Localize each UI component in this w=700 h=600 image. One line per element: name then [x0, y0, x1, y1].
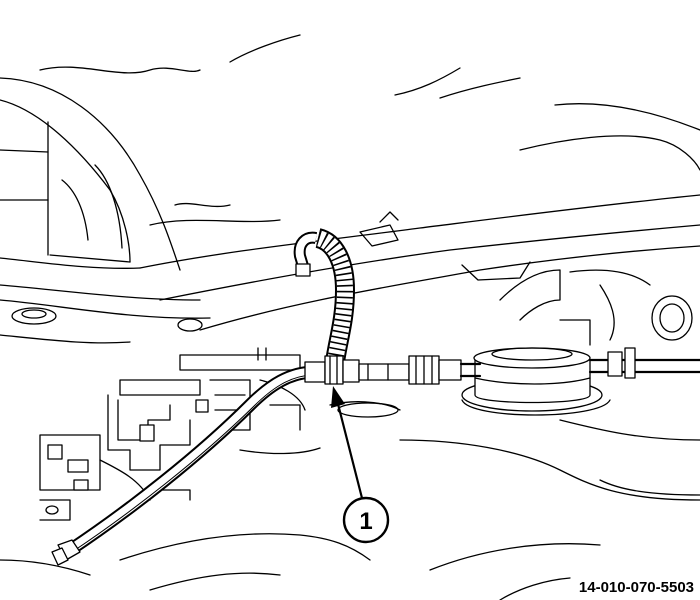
hose-junction [304, 355, 482, 385]
engine-components [39, 347, 321, 521]
callout-circle [342, 496, 390, 544]
fuel-pump-module [461, 261, 700, 416]
vehicle-body-outline [0, 34, 700, 331]
fuel-line-hose [51, 365, 316, 566]
floor-contours [0, 401, 700, 600]
callout-1: 1 [331, 386, 390, 544]
callout-arrowhead [331, 386, 345, 408]
figure-id: 14-010-070-5503 [579, 579, 694, 596]
callout-number: 1 [359, 508, 372, 535]
vent-hose [293, 228, 356, 364]
left-mount [0, 299, 211, 344]
